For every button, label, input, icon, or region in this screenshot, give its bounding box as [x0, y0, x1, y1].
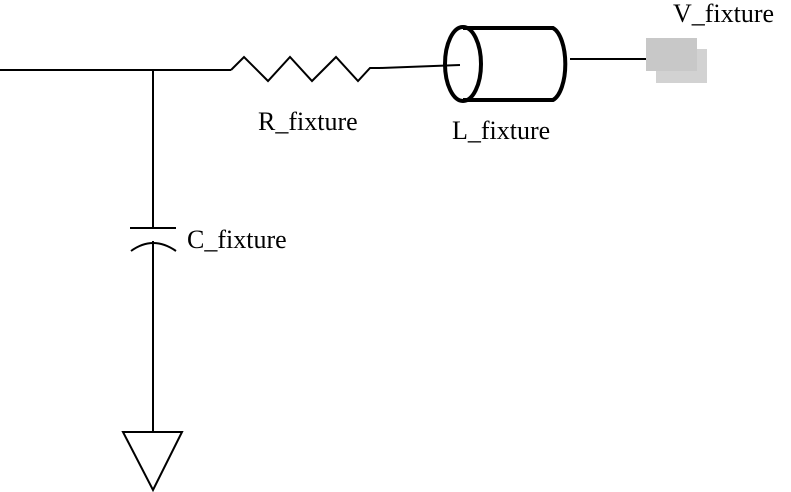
inductor-end-cap: [443, 25, 483, 103]
resistor-symbol: [230, 55, 380, 83]
capacitor-label: C_fixture: [187, 225, 287, 254]
inductor-label: L_fixture: [452, 116, 550, 145]
voltage-port-symbol: [646, 38, 707, 83]
port-face: [646, 38, 697, 71]
ground-symbol: [121, 431, 184, 492]
resistor-label: R_fixture: [258, 107, 358, 136]
source-label: V_fixture: [673, 0, 774, 28]
inductor-body: [463, 26, 568, 102]
inductor-symbol: [443, 25, 568, 103]
wire-resistor-to-inductor: [379, 64, 461, 69]
